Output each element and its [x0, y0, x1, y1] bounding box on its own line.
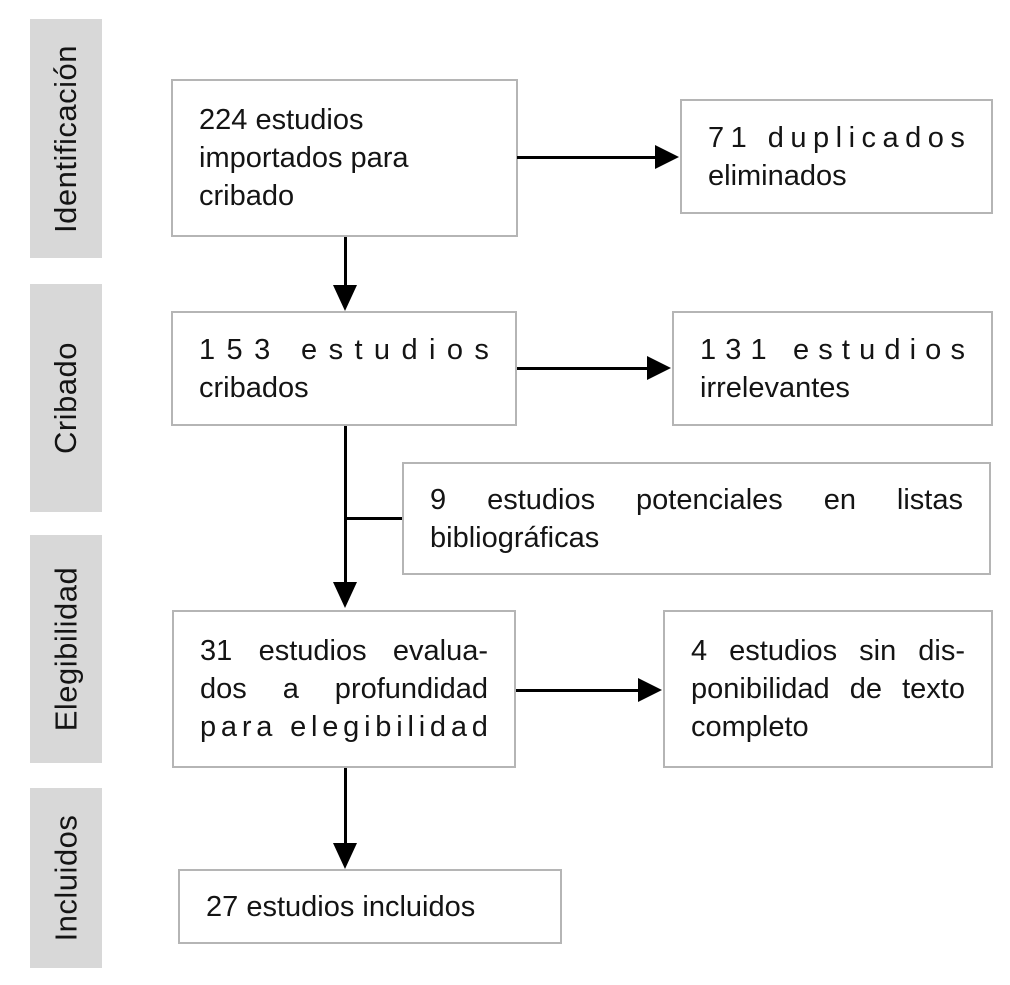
box-nofulltext-line-3: completo	[691, 711, 809, 743]
stage-incluidos: Incluidos	[30, 788, 102, 968]
box-nofulltext-line-1: 4 estudios sin dis-	[691, 635, 965, 667]
stage-cribado: Cribado	[30, 284, 102, 512]
arrow-screened-to-irrelevant	[517, 367, 647, 370]
box-potential-line-1: 9 estudios potenciales en listas	[430, 483, 963, 516]
arrow-imported-to-duplicates	[517, 156, 655, 159]
arrow-imported-to-screened	[344, 237, 347, 287]
box-studies-included: 27 estudios incluidos	[178, 869, 562, 944]
stage-identificacion: Identificación	[30, 19, 102, 258]
box-assessed-line-2: dos a profundidad	[200, 673, 488, 705]
box-duplicates-line-2: eliminados	[708, 159, 847, 192]
box-imported-studies: 224 estudios importados para cribado	[171, 79, 518, 237]
box-irrelevant-line-2: irrelevantes	[700, 371, 850, 404]
arrowhead-down-icon	[333, 285, 357, 311]
box-potential-from-reference-lists: 9 estudios potenciales en listas bibliog…	[402, 462, 991, 575]
box-no-fulltext-available: 4 estudios sin dis- ponibilidad de texto…	[663, 610, 993, 768]
box-imported-line-3: cribado	[199, 180, 295, 212]
box-potential-line-2: bibliográficas	[430, 521, 600, 554]
stage-elegibilidad-label: Elegibilidad	[48, 566, 83, 732]
box-imported-line-2: importados para	[199, 142, 409, 174]
box-assessed-line-1: 31 estudios evalua-	[200, 635, 488, 667]
stage-cribado-label: Cribado	[48, 341, 83, 455]
box-included-line-1: 27 estudios incluidos	[206, 890, 476, 923]
box-nofulltext-line-2: ponibilidad de texto	[691, 673, 965, 705]
arrowhead-down-icon	[333, 843, 357, 869]
arrowhead-right-icon	[647, 356, 671, 380]
arrowhead-down-icon	[333, 582, 357, 608]
stage-elegibilidad: Elegibilidad	[30, 535, 102, 763]
box-screened-line-2: cribados	[199, 371, 309, 404]
stage-identificacion-label: Identificación	[48, 44, 84, 233]
stage-incluidos-label: Incluidos	[48, 814, 84, 942]
box-imported-line-1: 224 estudios	[199, 104, 364, 136]
arrowhead-right-icon	[638, 678, 662, 702]
connector-potential-studies-branch	[346, 517, 402, 520]
arrow-assessed-to-nofulltext	[516, 689, 638, 692]
arrow-screened-to-assessed	[344, 426, 347, 582]
arrowhead-right-icon	[655, 145, 679, 169]
arrow-assessed-to-included	[344, 768, 347, 844]
